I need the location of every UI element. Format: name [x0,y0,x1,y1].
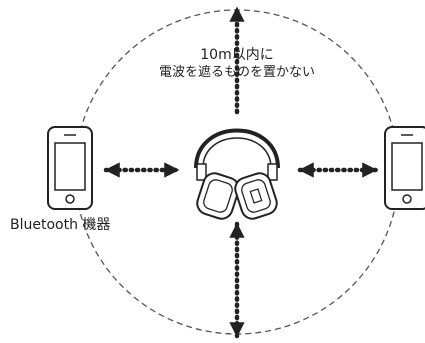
range-note-line1: 10m以内に [200,47,274,63]
bluetooth-device-label: Bluetooth 機器 [10,217,111,233]
headphones-icon [194,128,280,220]
smartphone-left-icon [47,126,93,210]
range-note-line2: 電波を遮るものを置かない [158,65,315,80]
smartphone-right-icon [384,126,425,210]
